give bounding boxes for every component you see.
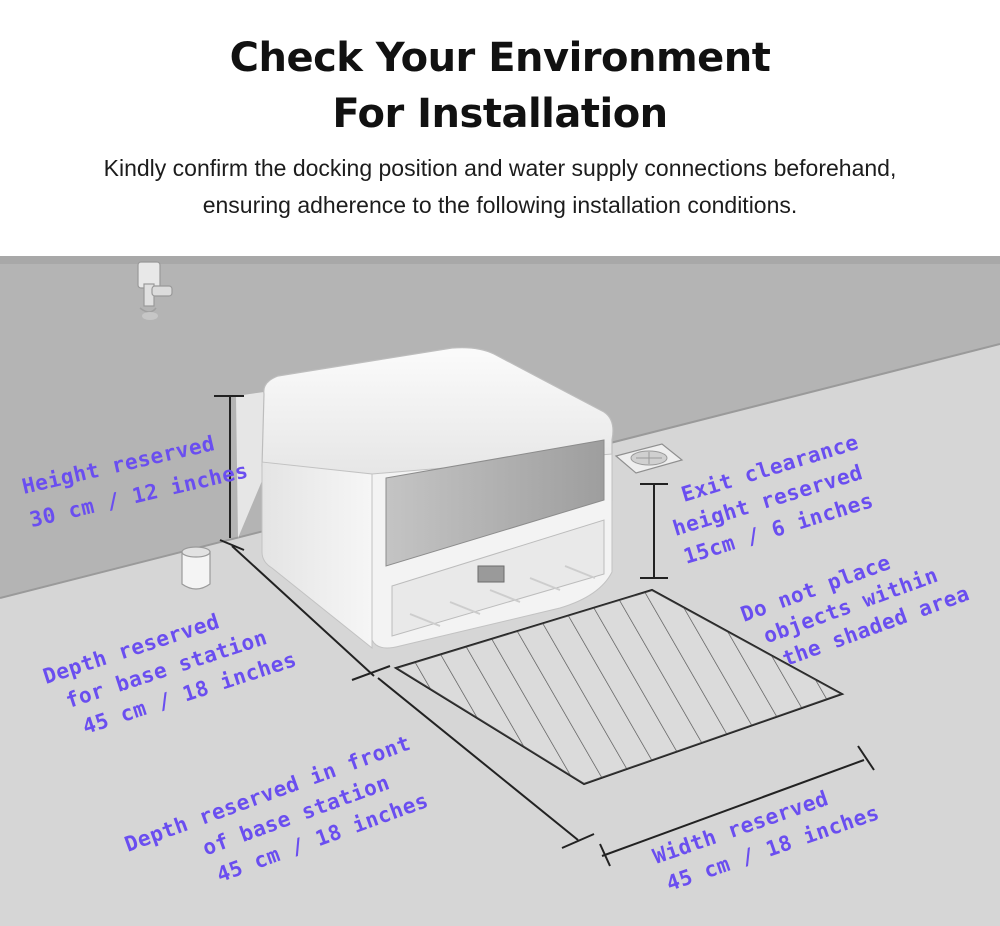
depth-front-dimension-line	[377, 677, 595, 849]
water-faucet-icon	[137, 261, 173, 320]
base-station	[236, 347, 614, 650]
header: Check Your Environment For Installation …	[0, 0, 1000, 256]
title-line-2: For Installation	[332, 91, 668, 137]
floor	[0, 344, 1000, 926]
subtitle-line-1: Kindly confirm the docking position and …	[103, 155, 897, 181]
installation-scene: Height reserved 30 cm / 12 inches Exit c…	[0, 256, 1000, 926]
cup-icon	[181, 546, 211, 590]
page-title: Check Your Environment For Installation	[0, 30, 1000, 142]
shaded-clearance-area	[393, 588, 845, 786]
floor-drain-icon	[614, 443, 684, 474]
installation-diagram: Height reserved 30 cm / 12 inches Exit c…	[0, 256, 1000, 926]
wall-shade	[0, 256, 1000, 264]
height-dimension-line	[214, 395, 244, 538]
width-dimension-line	[599, 745, 875, 867]
subtitle-line-2: ensuring adherence to the following inst…	[202, 192, 798, 218]
page-subtitle: Kindly confirm the docking position and …	[0, 150, 1000, 224]
title-line-1: Check Your Environment	[229, 35, 771, 81]
depth-base-dimension-line	[219, 539, 391, 681]
exit-dimension-line	[640, 483, 668, 579]
